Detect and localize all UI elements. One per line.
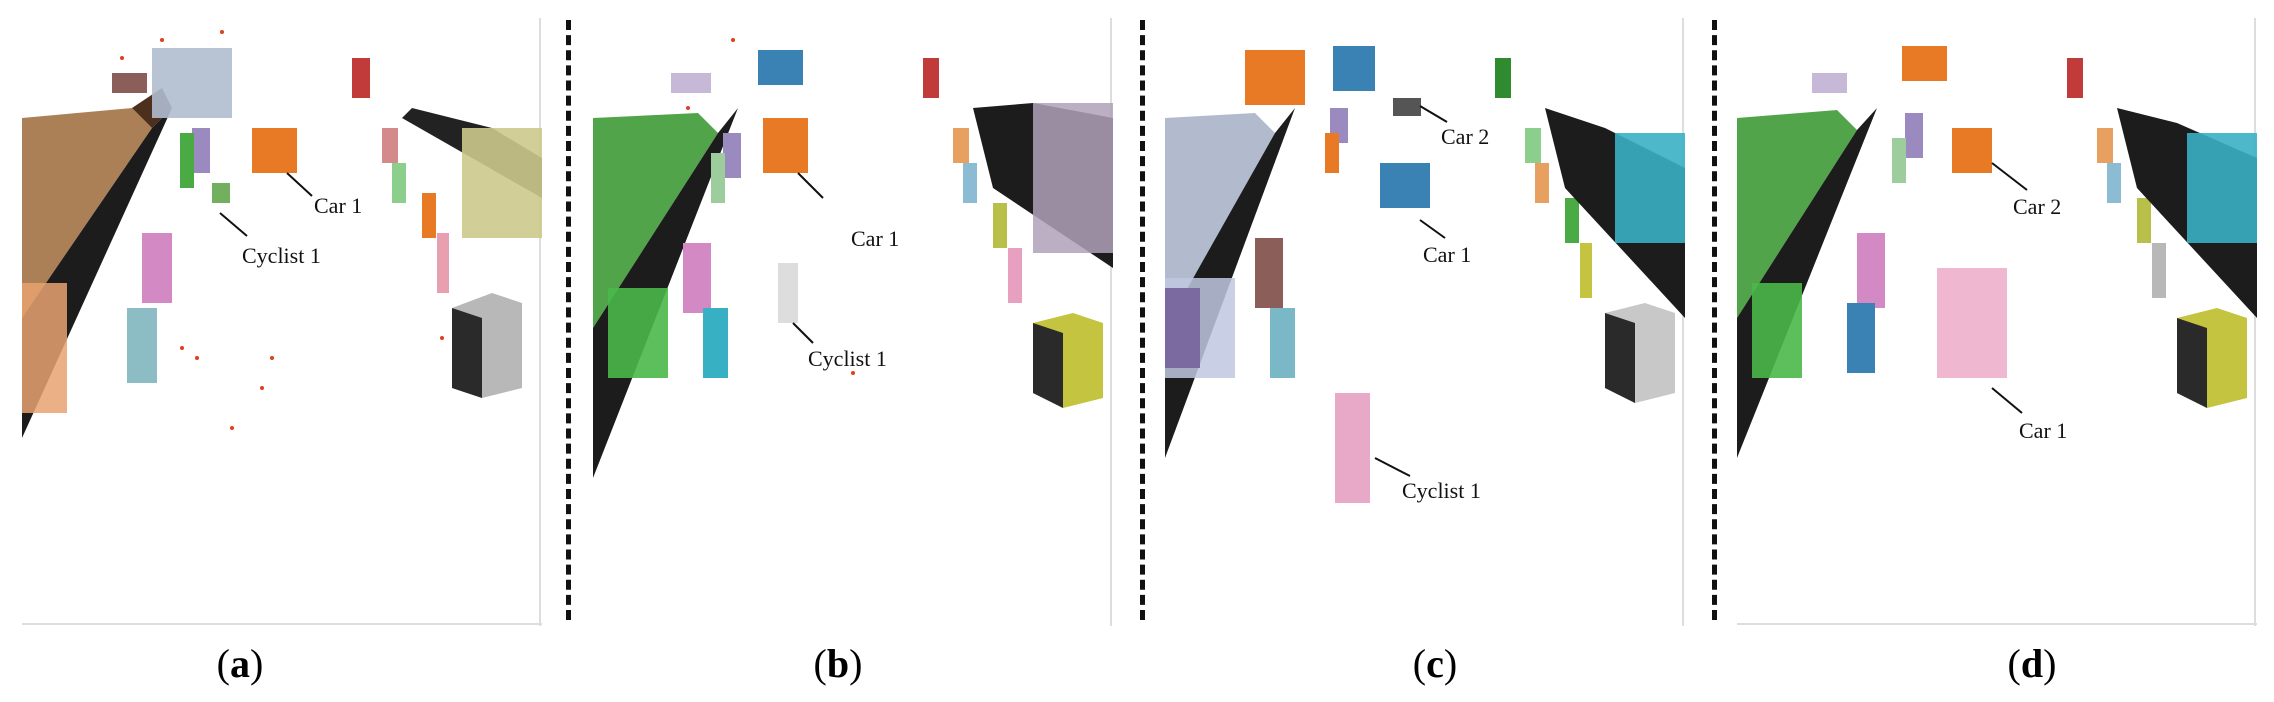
label-car-1: Car 1 <box>1423 242 1471 267</box>
label-cyclist-1: Cyclist 1 <box>1402 478 1481 503</box>
caption-d: (d) <box>2007 641 2057 686</box>
panel-separator <box>566 20 571 620</box>
label-car-2: Car 2 <box>1441 124 1489 149</box>
label-car-1: Car 1 <box>2019 418 2067 443</box>
leader-line <box>1419 219 1446 239</box>
label-cyclist-1: Cyclist 1 <box>242 243 321 268</box>
label-car-2: Car 2 <box>2013 194 2061 219</box>
caption-b: (b) <box>813 641 863 686</box>
leader-line <box>792 322 814 344</box>
leader-line <box>286 172 313 197</box>
scene-panel-b: Car 1 Cyclist 1 <box>593 18 1113 626</box>
label-car-1: Car 1 <box>851 226 899 251</box>
panel-separator <box>1140 20 1145 620</box>
leader-line <box>219 212 248 237</box>
point-cloud-scene-d: Car 2 Car 1 <box>1737 18 2257 626</box>
panel-separator <box>1712 20 1717 620</box>
point-cloud-scene-b: Car 1 Cyclist 1 <box>593 18 1113 626</box>
leader-line <box>797 172 824 199</box>
scene-panel-d: Car 2 Car 1 <box>1737 18 2257 626</box>
leader-line <box>1419 105 1448 123</box>
leader-line <box>1991 162 2028 191</box>
label-car-1: Car 1 <box>314 193 362 218</box>
leader-line <box>1991 387 2023 414</box>
point-cloud-scene-c: Car 2 Car 1 Cyclist 1 <box>1165 18 1685 626</box>
scene-panel-a: Car 1 Cyclist 1 <box>22 18 542 626</box>
label-cyclist-1: Cyclist 1 <box>808 346 887 371</box>
caption-c: (c) <box>1412 641 1458 686</box>
point-cloud-scene-a: Car 1 Cyclist 1 <box>22 18 542 626</box>
caption-a: (a) <box>216 641 264 686</box>
scene-panel-c: Car 2 Car 1 Cyclist 1 <box>1165 18 1685 626</box>
leader-line <box>1374 457 1411 477</box>
